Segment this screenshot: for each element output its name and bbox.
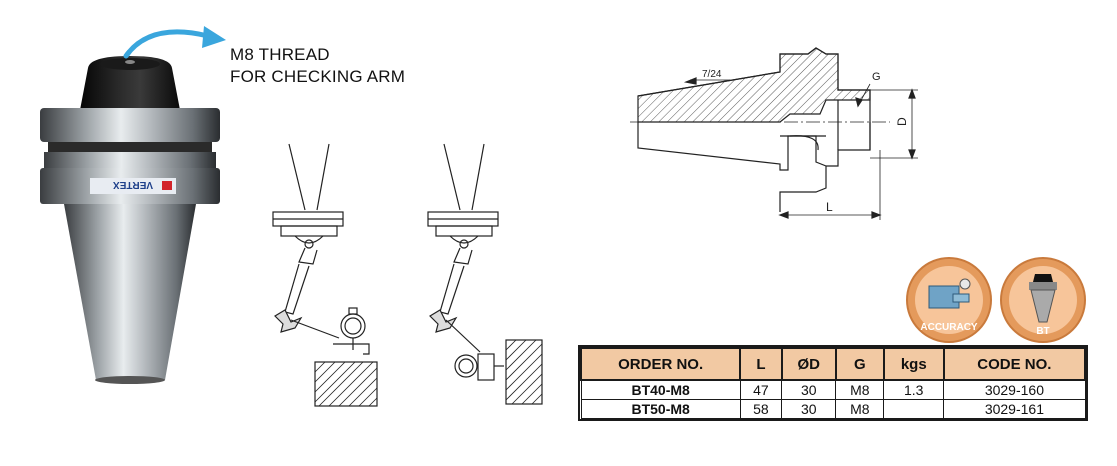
table-row: BT50-M8 58 30 M8 3029-161 [580, 399, 1086, 419]
table-header-row: ORDER NO. L ØD G kgs CODE NO. [579, 347, 1087, 381]
thread-callout: M8 THREAD FOR CHECKING ARM [230, 44, 405, 88]
usage-illustration-left [272, 143, 378, 407]
accuracy-badge-label: ACCURACY [920, 322, 978, 333]
cell-od: 30 [780, 379, 837, 400]
cell-od: 30 [780, 399, 837, 419]
header-l: L [739, 347, 783, 381]
header-g: G [834, 347, 885, 381]
cell-order-no: BT40-M8 [580, 379, 741, 400]
bt-badge: BT [1000, 257, 1086, 343]
cell-code-no: 3029-161 [943, 399, 1086, 419]
dim-d-label: D [895, 117, 909, 126]
cell-kgs: 1.3 [883, 379, 945, 400]
header-code-no: CODE NO. [942, 347, 1087, 381]
taper-label: 7/24 [702, 69, 722, 80]
header-order-no: ORDER NO. [579, 347, 742, 381]
technical-drawing: D L 7/24 G [630, 47, 918, 220]
bt-badge-label: BT [1036, 326, 1049, 337]
cell-g: M8 [835, 399, 885, 419]
cell-kgs [883, 399, 945, 419]
cell-code-no: 3029-160 [943, 379, 1086, 400]
dim-l-label: L [826, 200, 833, 214]
table-row: BT40-M8 47 30 M8 1.3 3029-160 [580, 379, 1086, 400]
callout-line-1: M8 THREAD [230, 45, 330, 64]
dim-g-label: G [872, 71, 881, 83]
header-kgs: kgs [882, 347, 945, 381]
cell-order-no: BT50-M8 [580, 399, 741, 419]
accuracy-badge: ACCURACY [906, 257, 992, 343]
callout-arrow [123, 26, 226, 59]
brand-label: VERTEX [113, 179, 153, 190]
cell-g: M8 [835, 379, 885, 400]
cell-l: 47 [739, 379, 783, 400]
tool-holder-photo: VERTEX [40, 56, 220, 384]
spec-table: ORDER NO. L ØD G kgs CODE NO. BT40-M8 47… [578, 345, 1088, 421]
usage-illustration-right [427, 143, 543, 405]
callout-line-2: FOR CHECKING ARM [230, 67, 406, 86]
cell-l: 58 [739, 399, 783, 419]
header-od: ØD [780, 347, 837, 381]
